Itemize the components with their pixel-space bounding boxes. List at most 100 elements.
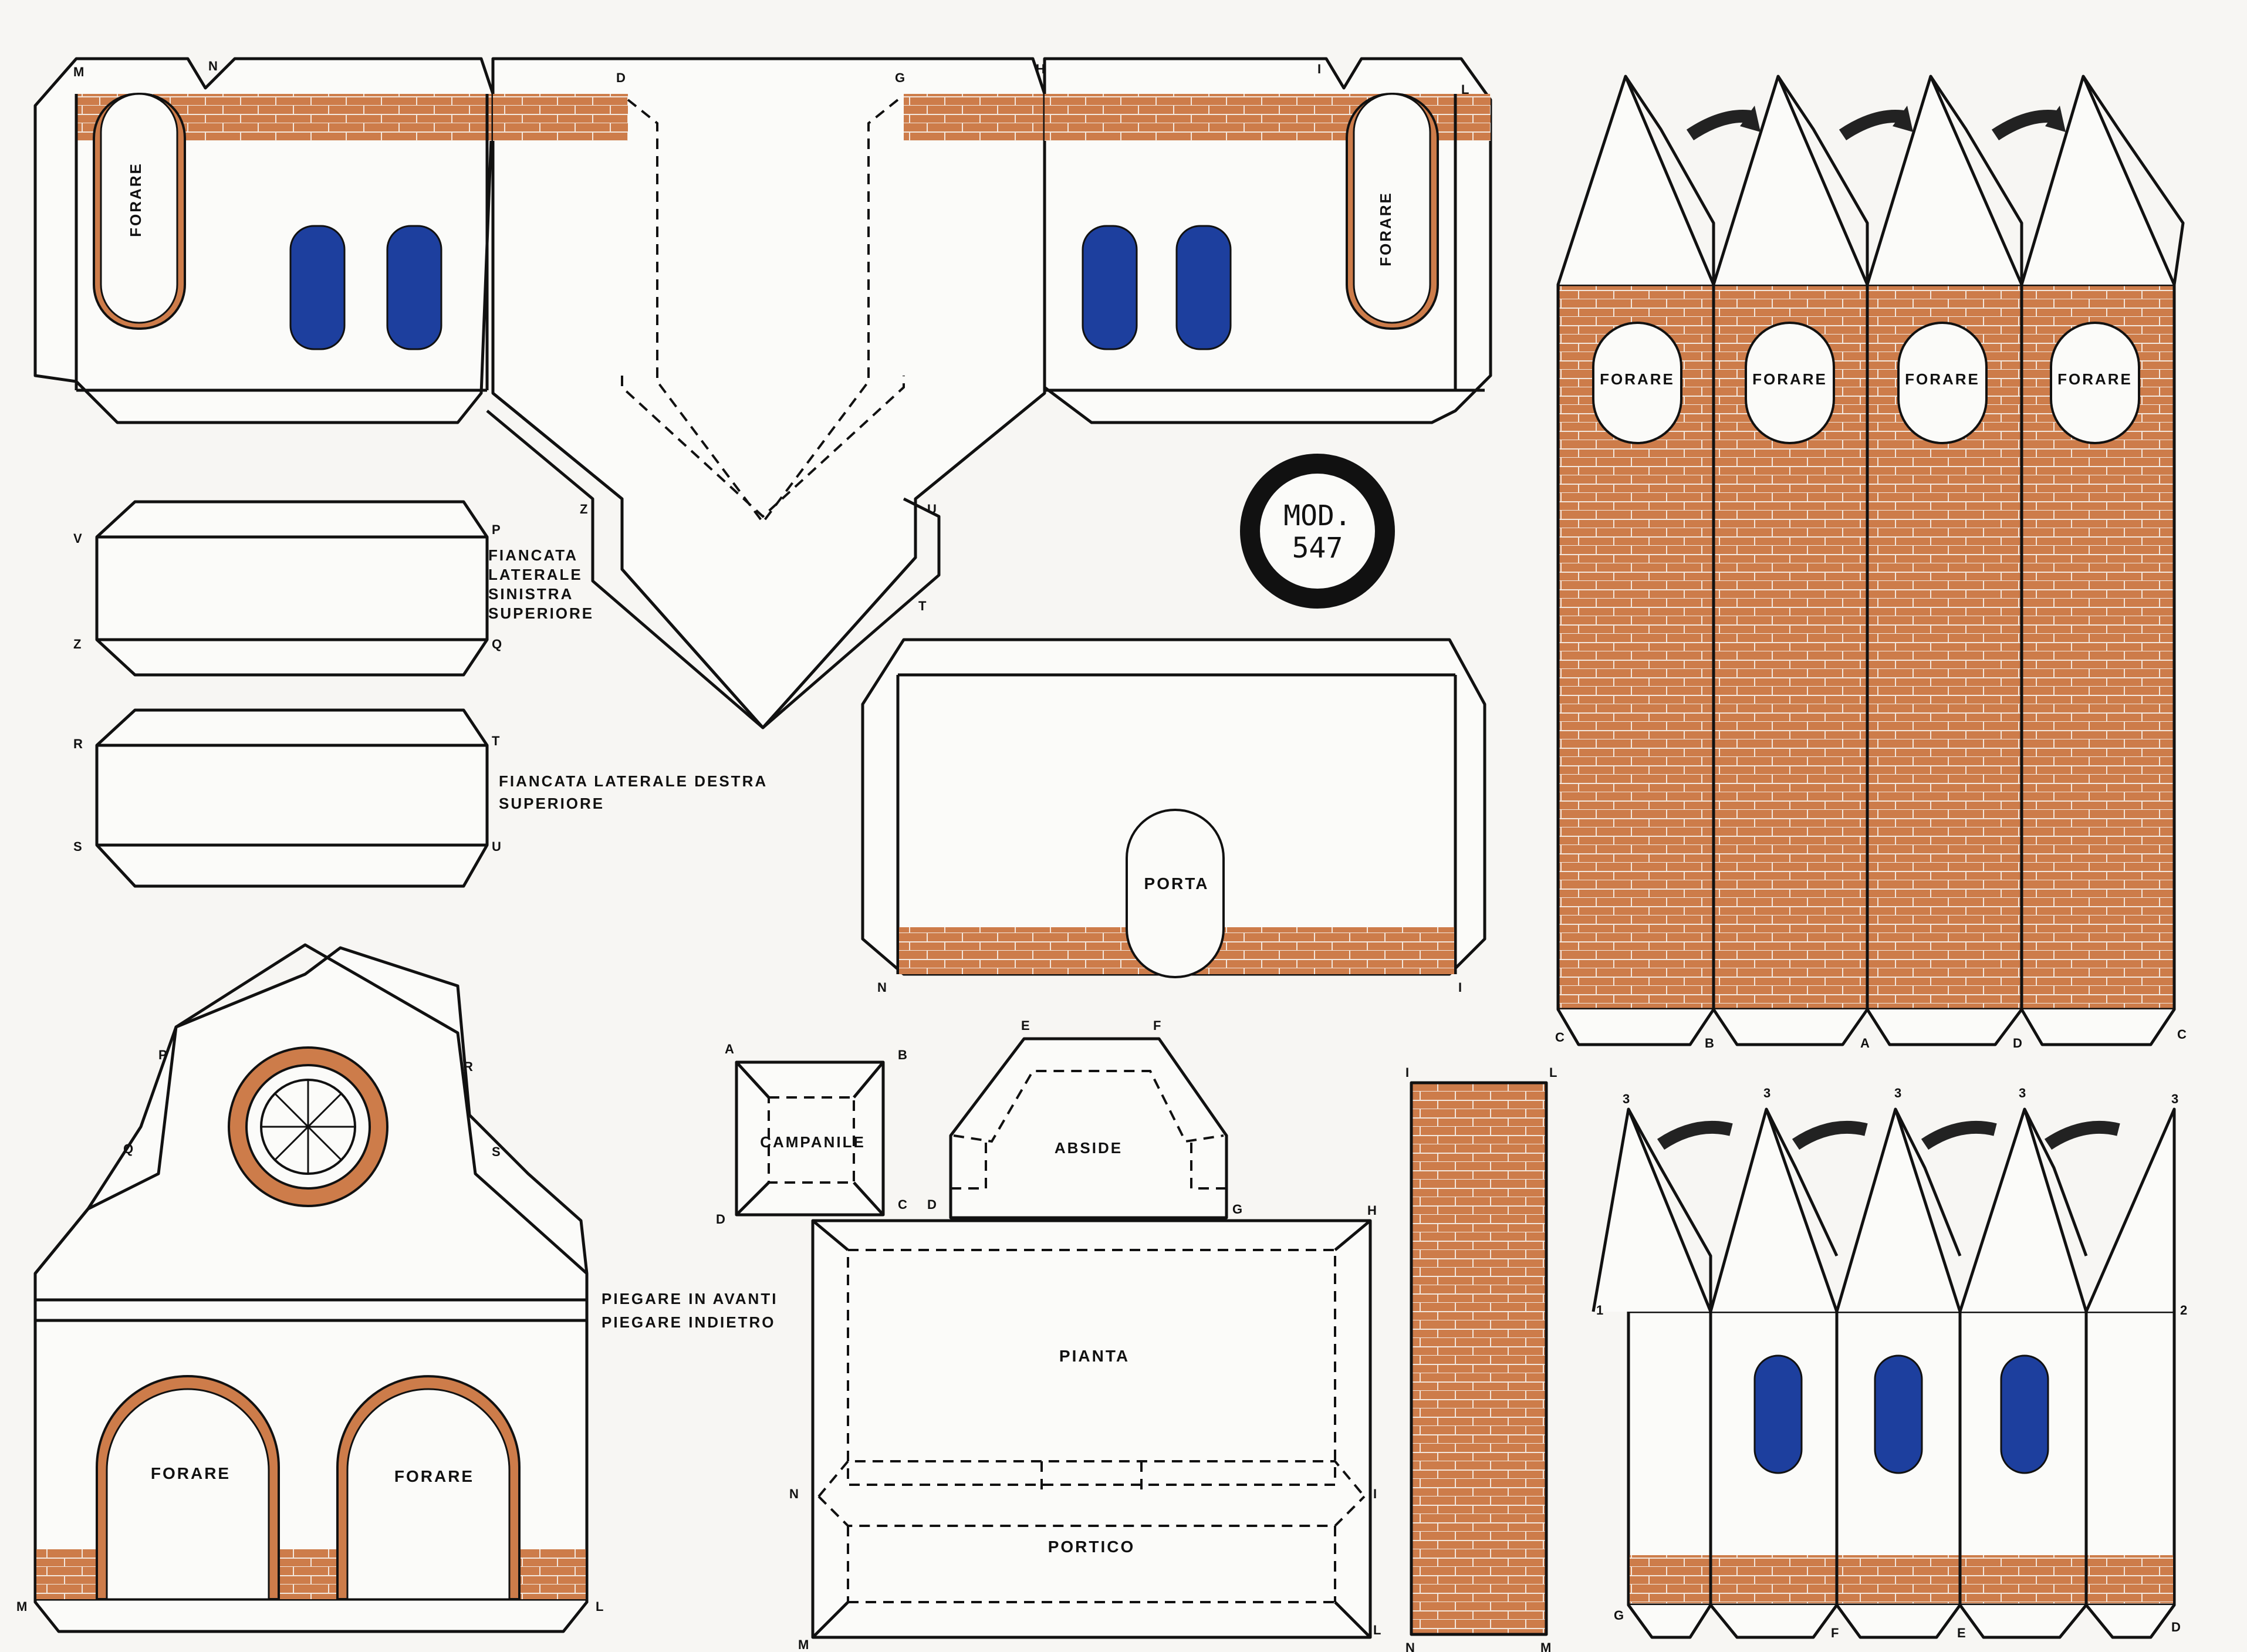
svg-text:T: T (492, 734, 500, 748)
svg-text:D: D (927, 1197, 937, 1212)
fiancata-sinistra-line: SINISTRA (488, 585, 573, 603)
svg-text:I: I (1317, 62, 1321, 76)
floor-plan-piece (811, 1219, 1372, 1639)
svg-text:C: C (898, 1197, 907, 1212)
svg-text:G: G (895, 70, 905, 85)
svg-text:D: D (2013, 1036, 2022, 1050)
fiancata-sinistra-line: FIANCATA (488, 546, 578, 564)
right-upper-side-panel (95, 708, 489, 888)
svg-text:B: B (1705, 1036, 1714, 1050)
svg-text:D: D (616, 70, 626, 85)
window-blue (386, 225, 442, 350)
svg-text:V: V (73, 531, 82, 546)
svg-text:H: H (1367, 1203, 1377, 1218)
svg-text:B: B (898, 1048, 907, 1062)
abside-label: ABSIDE (1055, 1139, 1123, 1157)
svg-text:1: 1 (1596, 1303, 1603, 1317)
svg-text:3: 3 (2019, 1086, 2026, 1100)
model-badge: MOD. 547 (1240, 454, 1395, 609)
bell-tower-piece (1556, 75, 2185, 1046)
svg-text:U: U (927, 502, 937, 516)
right-side-wall-piece (1043, 57, 1492, 424)
svg-text:P: P (158, 1048, 167, 1062)
svg-text:I: I (1458, 980, 1462, 995)
svg-text:N: N (789, 1487, 799, 1501)
svg-text:N: N (208, 59, 218, 73)
svg-text:L: L (1373, 1623, 1381, 1637)
left-upper-side-panel (95, 500, 489, 677)
svg-text:Z: Z (73, 637, 81, 651)
window-blue (1082, 225, 1138, 350)
piece-labels: FORARE FORARE FORARE FORARE FORARE FORAR… (127, 162, 2133, 1556)
forare-label: FORARE (1600, 370, 1675, 388)
window-blue (1874, 1354, 1923, 1474)
fiancata-sinistra-line: LATERALE (488, 566, 583, 583)
svg-text:Z: Z (580, 502, 587, 516)
forare-label: FORARE (1752, 370, 1827, 388)
forare-label: FORARE (1905, 370, 1980, 388)
svg-text:2: 2 (2180, 1303, 2187, 1317)
fiancata-sinistra-line: SUPERIORE (488, 604, 594, 622)
window-blue (289, 225, 346, 350)
svg-text:M: M (73, 65, 84, 79)
svg-text:I: I (1405, 1065, 1409, 1080)
svg-text:T: T (918, 599, 927, 613)
svg-text:P: P (492, 522, 501, 537)
svg-text:3: 3 (2171, 1092, 2178, 1106)
svg-text:N: N (1405, 1640, 1415, 1652)
svg-text:Q: Q (123, 1141, 133, 1156)
window-blue (1175, 225, 1232, 350)
svg-text:L: L (1549, 1065, 1557, 1080)
fiancata-destra-line: SUPERIORE (499, 795, 604, 812)
svg-text:R: R (464, 1059, 473, 1074)
svg-text:M: M (16, 1599, 27, 1614)
model-line2: 547 (1292, 532, 1343, 565)
pianta-label: PIANTA (1059, 1347, 1130, 1365)
svg-text:F: F (1831, 1626, 1839, 1640)
svg-text:A: A (725, 1042, 734, 1056)
svg-text:R: R (73, 737, 83, 751)
door (1126, 809, 1225, 978)
svg-text:E: E (1021, 1018, 1030, 1033)
window-blue (2000, 1354, 2049, 1474)
svg-text:Q: Q (492, 637, 502, 651)
svg-text:L: L (596, 1599, 603, 1614)
fiancata-destra-line: FIANCATA LATERALE DESTRA (499, 772, 768, 790)
svg-text:G: G (1614, 1608, 1624, 1623)
svg-text:D: D (2171, 1620, 2181, 1634)
svg-text:3: 3 (1763, 1086, 1770, 1100)
corner-letters: M N D G H I L Z U T V P Z Q R T S U N I … (16, 59, 2187, 1652)
piegare-indietro-label: PIEGARE INDIETRO (602, 1313, 775, 1331)
svg-text:E: E (1957, 1626, 1966, 1640)
forare-label: FORARE (1377, 191, 1394, 266)
svg-text:M: M (798, 1637, 809, 1652)
portico-label: PORTICO (1048, 1538, 1136, 1556)
abside-piece (949, 1037, 1228, 1219)
forare-label: FORARE (2057, 370, 2133, 388)
svg-text:C: C (1555, 1030, 1565, 1045)
campanile-piece (735, 1060, 885, 1217)
forare-label: FORARE (151, 1464, 231, 1482)
svg-text:L: L (1461, 82, 1469, 97)
svg-text:H: H (1036, 62, 1045, 76)
svg-text:F: F (1153, 1018, 1161, 1033)
svg-text:M: M (1540, 1640, 1551, 1652)
svg-text:D: D (716, 1212, 725, 1227)
svg-text:N: N (877, 980, 887, 995)
piegare-avanti-label: PIEGARE IN AVANTI (602, 1290, 778, 1308)
svg-text:3: 3 (1623, 1092, 1630, 1106)
svg-text:S: S (492, 1144, 501, 1159)
svg-text:A: A (1860, 1036, 1870, 1050)
campanile-label: CAMPANILE (760, 1133, 866, 1151)
porta-label: PORTA (1144, 874, 1209, 893)
forare-label: FORARE (394, 1467, 474, 1485)
svg-text:I: I (1373, 1487, 1377, 1501)
svg-text:G: G (1232, 1202, 1242, 1217)
facade-piece (33, 943, 589, 1633)
svg-text:S: S (73, 839, 82, 854)
nave-roof-piece (486, 57, 1046, 729)
window-blue (1753, 1354, 1803, 1474)
front-wall-piece (861, 638, 1486, 978)
svg-text:U: U (492, 839, 501, 854)
left-side-wall-piece (33, 57, 495, 424)
